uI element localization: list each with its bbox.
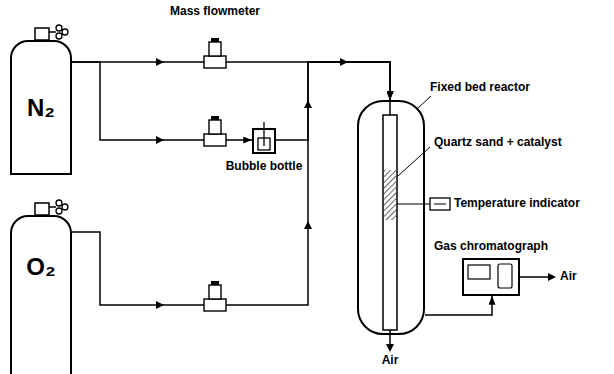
- node-heading: Fixed bed reactor: [430, 81, 530, 95]
- flowmeter-head: [209, 120, 221, 134]
- valve-knob: [56, 208, 62, 214]
- gc-screen: [468, 265, 490, 279]
- valve-knob: [62, 29, 68, 35]
- flowmeter-cap: [211, 116, 219, 120]
- valve-stem: [49, 206, 56, 208]
- gas-chromatograph: Gas chromatograph: [462, 258, 520, 296]
- valve-knob: [56, 25, 62, 31]
- gas-formula: N₂: [27, 96, 55, 120]
- flowmeter-cap: [211, 281, 219, 285]
- bubble-bottle: Bubble bottle: [252, 128, 276, 154]
- reactor-tube: [383, 115, 397, 330]
- outlet-label: Air: [382, 354, 399, 368]
- gc-panel: [498, 264, 512, 288]
- part-label: Quartz sand + catalyst: [434, 136, 562, 150]
- indicator-display: [434, 204, 446, 205]
- flowmeter-body: [204, 134, 226, 146]
- part-label: Temperature indicator: [454, 197, 580, 211]
- flowmeter-body: [204, 299, 226, 311]
- valve-knob: [56, 200, 62, 206]
- exhaust-line: [520, 276, 550, 278]
- fixed-bed-reactor: Fixed bed reactor: [357, 100, 425, 335]
- mass-flowmeter: [204, 281, 226, 311]
- gas-formula: O₂: [26, 255, 55, 279]
- gas-line: [72, 62, 390, 305]
- leader-line: [398, 147, 430, 176]
- gas-cylinder: N₂: [10, 40, 72, 175]
- mass-flowmeter: [204, 38, 226, 68]
- part-label: Mass flowmeter: [170, 5, 260, 19]
- valve-stem: [49, 31, 56, 33]
- valve-knob: [56, 33, 62, 39]
- cylinder-neck: [35, 203, 49, 215]
- cylinder-neck: [35, 28, 49, 40]
- flowmeter-body: [204, 56, 226, 68]
- flowmeter-head: [209, 42, 221, 56]
- leader-line: [418, 96, 431, 108]
- mass-flowmeter: [204, 116, 226, 146]
- gas-cylinder: O₂: [10, 215, 72, 374]
- arrow-head: [548, 273, 556, 281]
- catalyst-bed: [384, 170, 396, 220]
- temperature-indicator: [430, 198, 450, 210]
- thermocouple-wire: [397, 203, 430, 204]
- flowmeter-head: [209, 285, 221, 299]
- valve-knob: [62, 204, 68, 210]
- arrow-head: [386, 344, 394, 352]
- gas-line: [72, 62, 252, 140]
- outlet-label: Air: [560, 270, 577, 284]
- reactor-outlet: [389, 330, 391, 345]
- gas-line: [425, 296, 492, 315]
- flowmeter-cap: [211, 38, 219, 42]
- bottle-dip-tube: [263, 122, 264, 146]
- gas-line: [72, 62, 390, 100]
- reactor-inlet: [389, 100, 391, 115]
- node-heading: Bubble bottle: [226, 160, 303, 174]
- node-heading: Gas chromatograph: [434, 240, 548, 254]
